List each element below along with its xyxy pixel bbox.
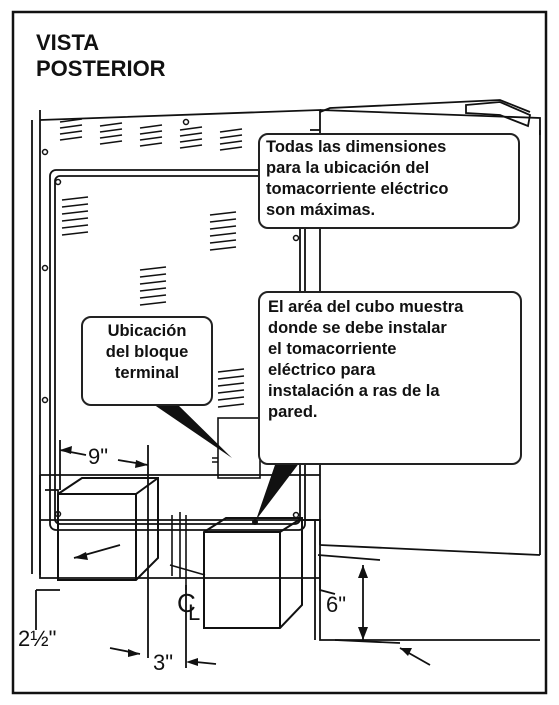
box-area-pointer [256,462,300,520]
outlet-box-left [57,477,159,581]
dimension-offset-label: 3" [153,650,174,675]
dimensions-note-line: para la ubicación del [266,159,430,177]
dimensions-note: Todas las dimensiones para la ubicación … [258,133,520,229]
outlet-box-right [203,517,303,629]
callout-pointers [150,402,300,520]
dimensions-note-line: Todas las dimensiones [266,138,447,156]
vent-slots [59,118,245,408]
dimension-width-label: 9" [88,444,109,469]
dimension-height-label: 2½" [18,626,57,651]
terminal-note-line: Ubicación [107,322,187,340]
dimension-box-height-label: 6" [326,592,347,617]
dimensions-note-line: tomacorriente eléctrico [266,180,449,198]
box-area-note-line: pared. [268,403,318,421]
box-area-note-line: instalación a ras de la [268,382,440,400]
terminal-note-line: terminal [114,364,180,382]
diagram-border [11,10,548,695]
centerline-symbol: C [177,588,196,618]
box-area-note-line: donde se debe instalar [268,319,447,337]
box-area-note-line: El aréa del cubo muestra [268,298,464,316]
view-title: VISTA POSTERIOR [36,30,166,82]
terminal-note-line: del bloque [105,343,189,361]
centerline-markers [169,512,206,590]
terminal-block-note: Ubicación del bloque terminal [81,316,213,406]
box-area-note-line: eléctrico para [268,361,376,379]
box-area-point [252,519,258,525]
view-title-line2: POSTERIOR [36,56,166,81]
box-area-note-line: el tomacorriente [268,340,397,358]
view-title-line1: VISTA [36,30,100,55]
dimensions-note-line: son máximas. [266,201,376,219]
centerline-symbol-sub: L [188,600,201,625]
terminal-pointer [150,402,232,458]
dimension-arrowheads [60,446,412,666]
box-area-note: El aréa del cubo muestra donde se debe i… [258,291,522,465]
